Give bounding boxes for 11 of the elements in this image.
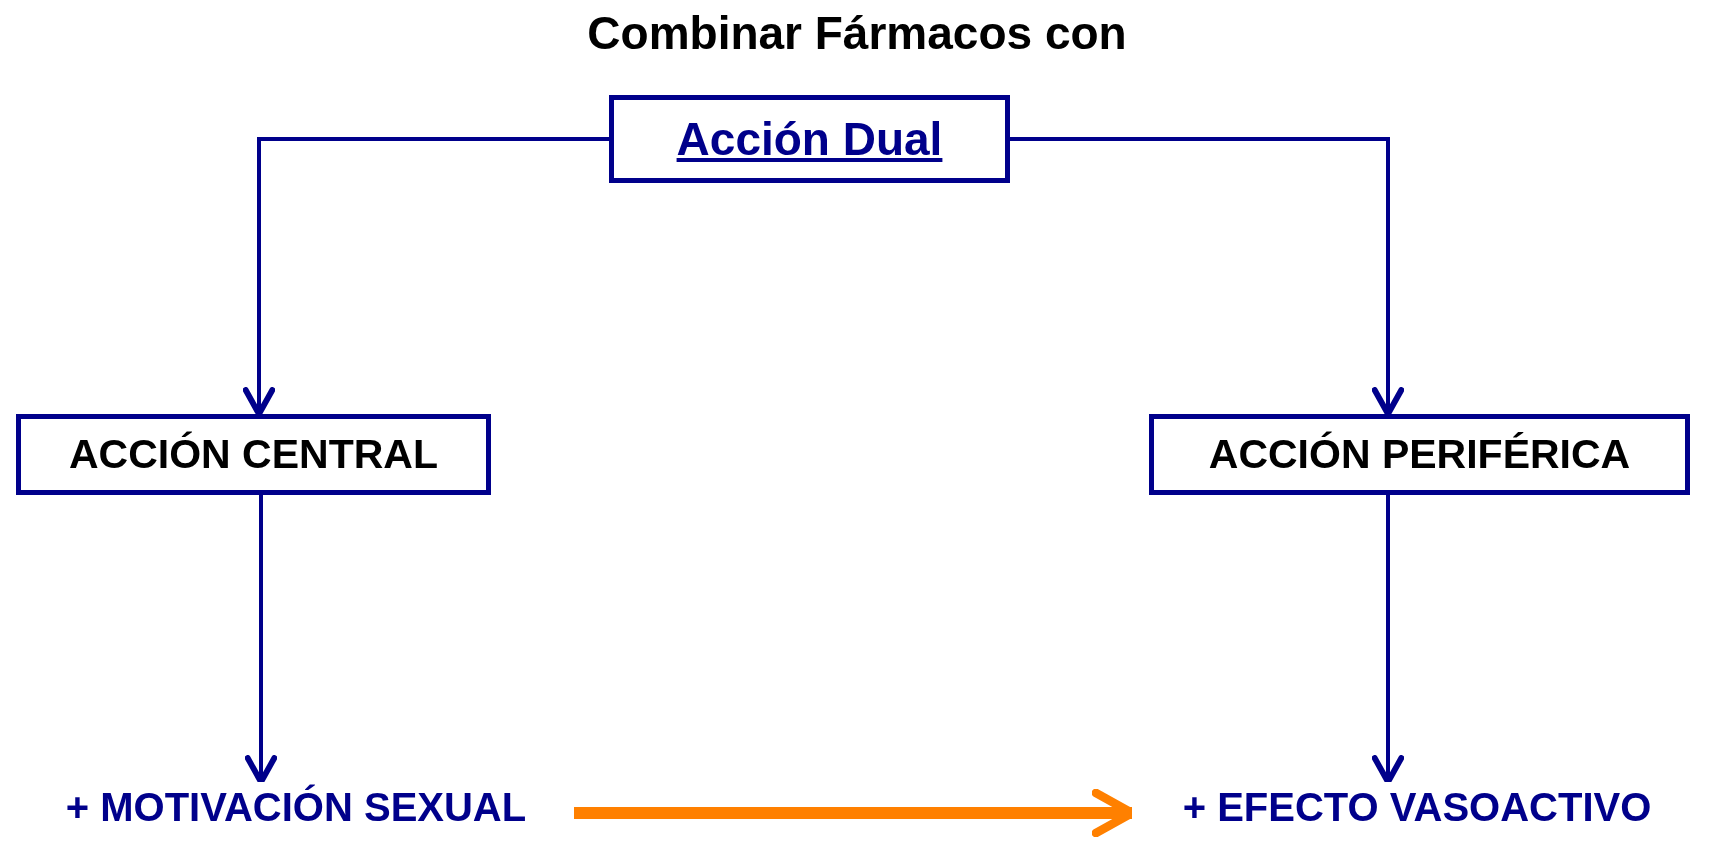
arrow — [1371, 495, 1405, 785]
process-box — [1149, 414, 1690, 495]
process-box — [16, 414, 491, 495]
box-label: ACCIÓN CENTRAL — [69, 431, 438, 478]
result-text: + EFECTO VASOACTIVO — [1182, 784, 1652, 830]
box-label: Acción Dual — [676, 112, 943, 166]
heading-box — [609, 95, 1010, 183]
arrow — [244, 495, 278, 785]
diagram-title: Combinar Fármacos con — [586, 6, 1128, 60]
result-text: + MOTIVACIÓN SEXUAL — [65, 784, 527, 830]
box-label: ACCIÓN PERIFÉRICA — [1208, 431, 1631, 478]
